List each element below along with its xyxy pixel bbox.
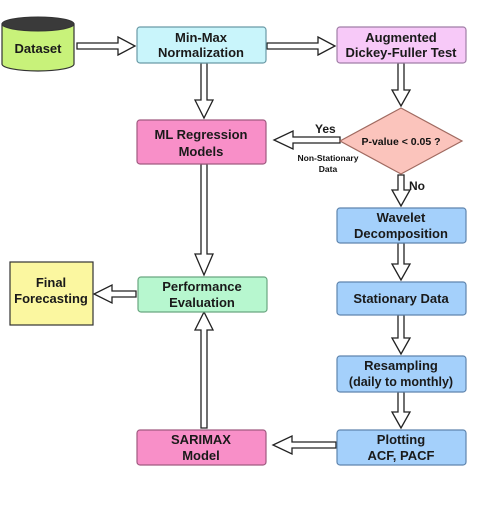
arrow-plotting-to-sarimax: [271, 434, 337, 456]
perf-box: [137, 276, 268, 313]
plotting-line1: Plotting: [377, 432, 425, 447]
node-pvalue-decision: P-value < 0.05 ?: [338, 107, 464, 175]
arrow-decision-to-ml: [272, 129, 341, 151]
arrow-dataset-to-minmax: [76, 35, 137, 57]
minmax-box: [136, 26, 267, 64]
final-line2: Forecasting: [14, 291, 88, 306]
node-plotting-acf-pacf: Plotting ACF, PACF: [336, 429, 467, 466]
node-sarimax-model: SARIMAX Model: [136, 429, 267, 466]
sarimax-line2: Model: [182, 448, 220, 463]
stationary-label: Stationary Data: [353, 291, 449, 306]
node-minmax-normalization: Min-Max Normalization: [136, 26, 267, 64]
arrow-stationary-to-resampling: [390, 314, 412, 356]
plotting-box: [336, 429, 467, 466]
arrow-perf-to-final: [92, 283, 137, 305]
adf-box: [336, 26, 467, 64]
resampling-line1: Resampling: [364, 358, 438, 373]
wavelet-line2: Decomposition: [354, 226, 448, 241]
final-box: [9, 261, 94, 326]
ml-line2: Models: [179, 144, 224, 159]
perf-line2: Evaluation: [169, 295, 235, 310]
stationary-box: [336, 281, 467, 316]
arrows: [76, 35, 412, 456]
arrow-minmax-to-adf: [266, 35, 337, 57]
resampling-box: [336, 355, 467, 393]
decision-label: P-value < 0.05 ?: [361, 136, 440, 148]
edge-label-nonstationary-line1: Non-Stationary: [298, 153, 359, 163]
arrow-resampling-to-plotting: [390, 391, 412, 430]
wavelet-box: [336, 207, 467, 244]
node-resampling: Resampling (daily to monthly): [336, 355, 467, 393]
arrow-sarimax-to-perf: [193, 310, 215, 429]
arrow-minmax-to-ml: [193, 62, 215, 120]
minmax-line1: Min-Max: [175, 30, 228, 45]
adf-line1: Augmented: [365, 30, 437, 45]
arrow-wavelet-to-stationary: [390, 242, 412, 282]
perf-line1: Performance: [162, 279, 241, 294]
final-line1: Final: [36, 275, 66, 290]
minmax-line2: Normalization: [158, 45, 244, 60]
edge-label-yes: Yes: [315, 122, 336, 136]
adf-line2: Dickey-Fuller Test: [345, 45, 457, 60]
dataset-cylinder-top: [1, 16, 75, 32]
decision-diamond: [338, 107, 464, 175]
edge-label-nonstationary-line2: Data: [319, 164, 338, 174]
node-dataset: Dataset: [1, 16, 75, 72]
ml-line1: ML Regression: [155, 127, 248, 142]
plotting-line2: ACF, PACF: [368, 448, 435, 463]
dataset-label: Dataset: [15, 41, 63, 56]
node-performance-evaluation: Performance Evaluation: [137, 276, 268, 313]
arrow-adf-to-decision: [390, 62, 412, 108]
node-wavelet-decomposition: Wavelet Decomposition: [336, 207, 467, 244]
sarimax-box: [136, 429, 267, 466]
sarimax-line1: SARIMAX: [171, 432, 231, 447]
dataset-cylinder: [1, 23, 75, 72]
edge-label-no: No: [409, 179, 425, 193]
wavelet-line1: Wavelet: [377, 210, 426, 225]
node-final-forecasting: Final Forecasting: [9, 261, 94, 326]
resampling-line2: (daily to monthly): [349, 375, 453, 389]
arrow-ml-to-perf: [194, 163, 214, 277]
arrow-decision-to-wavelet: [390, 174, 412, 208]
node-stationary-data: Stationary Data: [336, 281, 467, 316]
node-adf-test: Augmented Dickey-Fuller Test: [336, 26, 467, 64]
ml-box: [136, 119, 267, 165]
node-ml-regression: ML Regression Models: [136, 119, 267, 165]
